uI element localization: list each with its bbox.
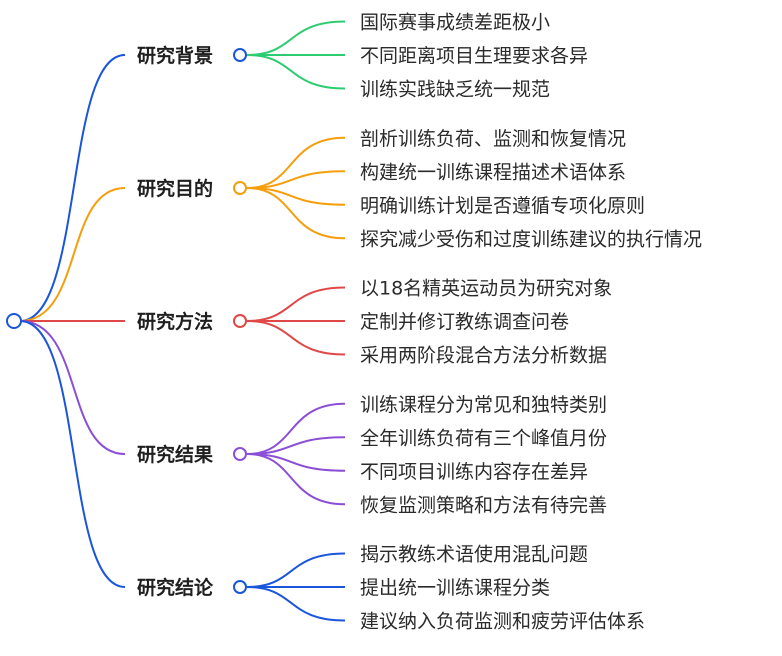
leaf-connector: [246, 586, 346, 622]
leaf-label: 提出统一训练课程分类: [360, 577, 550, 599]
branch-connector: [19, 320, 126, 588]
leaf-connector: [246, 170, 346, 189]
leaf-label: 探究减少受伤和过度训练建议的执行情况: [360, 228, 702, 250]
branch-node[interactable]: [233, 580, 247, 594]
leaf-label: 不同距离项目生理要求各异: [360, 45, 588, 67]
leaf-label: 定制并修订教练调查问卷: [360, 311, 569, 333]
leaf-label: 以18名精英运动员为研究对象: [360, 278, 612, 300]
branch-node[interactable]: [233, 181, 247, 195]
leaf-label: 构建统一训练课程描述术语体系: [360, 161, 626, 183]
branch-node[interactable]: [233, 314, 247, 328]
leaf-connector: [246, 20, 346, 56]
mindmap-edges: [19, 20, 346, 622]
leaf-connector: [246, 187, 346, 240]
leaf-connector: [246, 136, 346, 189]
leaf-label: 训练课程分为常见和独特类别: [360, 394, 607, 416]
leaf-label: 国际赛事成绩差距极小: [360, 12, 550, 34]
mindmap-nodes: 研究背景 国际赛事成绩差距极小不同距离项目生理要求各异训练实践缺乏统一规范研究目的…: [6, 12, 702, 633]
branch-connector: [19, 187, 126, 322]
branch-label: 研究结果: [137, 443, 213, 466]
branch-label: 研究结论: [137, 576, 214, 599]
leaf-label: 恢复监测策略和方法有待完善: [360, 494, 607, 516]
leaf-connector: [246, 286, 346, 322]
branch-label: 研究方法: [137, 310, 213, 333]
branch-label: 研究目的: [137, 177, 213, 200]
leaf-connector: [246, 453, 346, 506]
leaf-connector: [246, 436, 346, 455]
leaf-connector: [246, 552, 346, 588]
leaf-label: 不同项目训练内容存在差异: [360, 461, 588, 483]
leaf-label: 全年训练负荷有三个峰值月份: [360, 427, 607, 449]
leaf-label: 剖析训练负荷、监测和恢复情况: [360, 128, 626, 150]
root-node[interactable]: [6, 313, 22, 329]
branch-connector: [19, 54, 126, 322]
leaf-label: 训练实践缺乏统一规范: [360, 79, 550, 101]
leaf-connector: [246, 320, 346, 356]
leaf-connector: [246, 453, 346, 472]
leaf-label: 明确训练计划是否遵循专项化原则: [360, 195, 645, 217]
leaf-label: 采用两阶段混合方法分析数据: [360, 345, 607, 367]
branch-node[interactable]: [233, 48, 247, 62]
leaf-label: 揭示教练术语使用混乱问题: [360, 544, 588, 566]
leaf-connector: [246, 187, 346, 206]
branch-connector: [19, 320, 126, 455]
branch-label: 研究背景: [137, 44, 213, 67]
branch-node[interactable]: [233, 447, 247, 461]
leaf-connector: [246, 54, 346, 90]
leaf-label: 建议纳入负荷监测和疲劳评估体系: [360, 611, 645, 633]
leaf-connector: [246, 402, 346, 455]
